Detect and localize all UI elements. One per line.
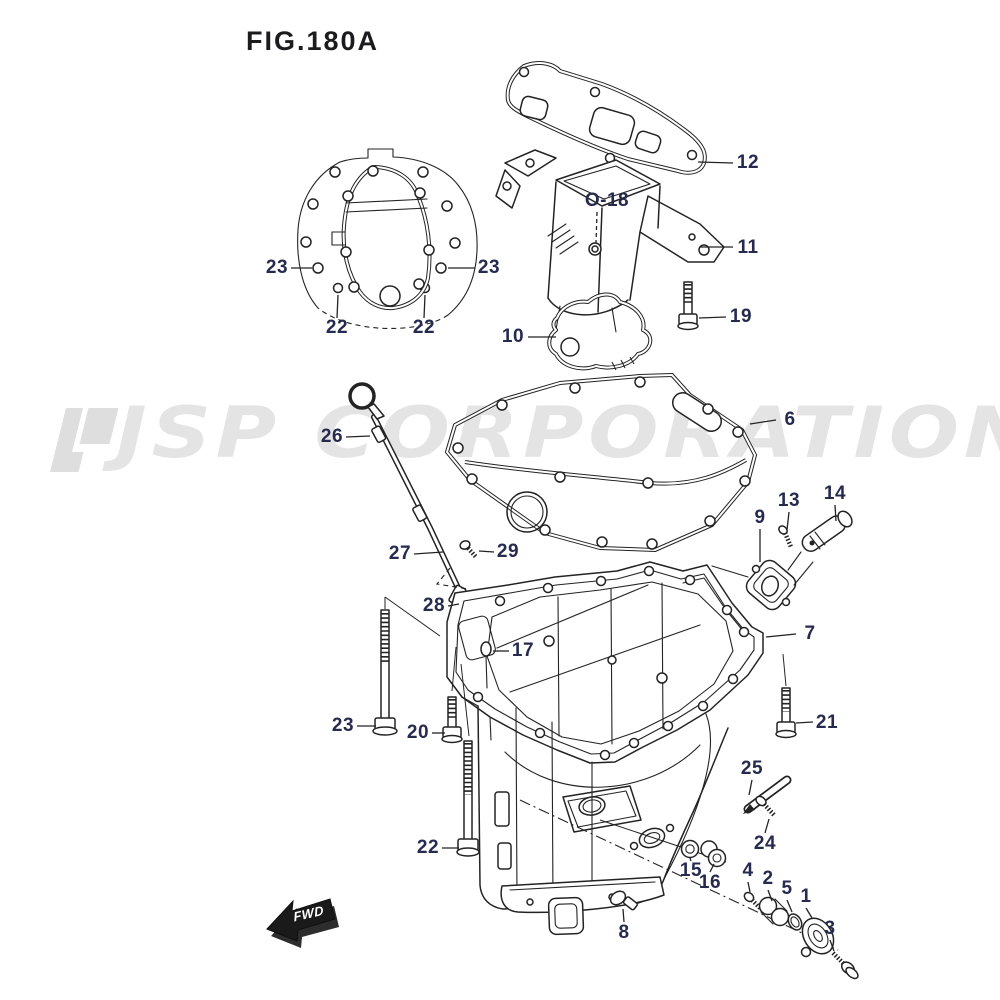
oil-pan-art <box>446 561 764 936</box>
upper-gasket-art <box>505 61 707 175</box>
lower-gasket-art <box>547 292 653 371</box>
mounting-bolts-art <box>372 596 797 857</box>
watermark-text: JSP CORPORATION <box>116 392 1000 474</box>
fwd-arrow <box>266 898 339 948</box>
dipstick-art <box>348 382 478 618</box>
figure-title: FIG.180A <box>246 26 380 56</box>
base-gasket-art <box>445 373 757 552</box>
crankcase-plate-art <box>297 148 478 330</box>
manifold-art <box>495 149 725 333</box>
small-hardware-art <box>519 775 859 980</box>
oil-fitting-art <box>711 510 853 611</box>
bolt-19-art <box>677 281 699 331</box>
